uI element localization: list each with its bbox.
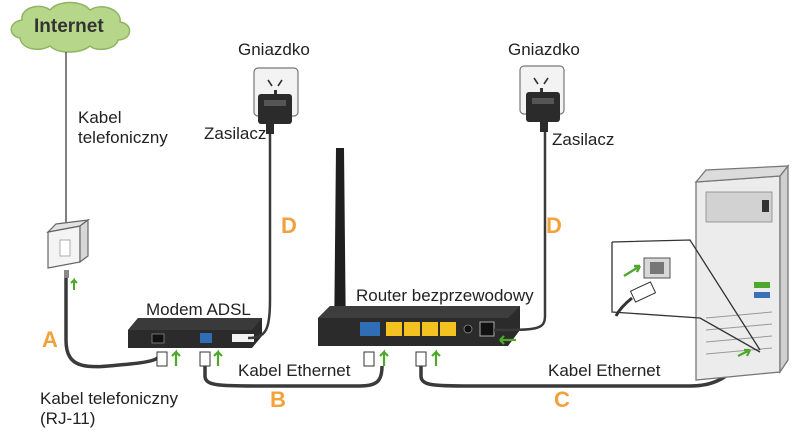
cloud-icon (10, 1, 131, 53)
rj45-plug-icon (614, 281, 657, 317)
rj45-plug-icon (363, 351, 427, 367)
adapter-right-label: Zasilacz (552, 130, 615, 149)
arrow-up-icon (379, 349, 441, 366)
power-cable-right (493, 130, 547, 332)
modem-label: Modem ADSL (146, 300, 251, 319)
power-adapter-icon (526, 92, 560, 132)
arrow-up-icon (623, 264, 751, 357)
pc-tower-icon (694, 164, 790, 381)
internet-label: Internet (34, 16, 104, 37)
arrow-up-icon (70, 277, 78, 290)
step-c-label: C (554, 387, 570, 412)
socket-left-label: Gniazdko (238, 40, 310, 59)
socket-right-label: Gniazdko (508, 40, 580, 59)
arrow-up-icon (171, 349, 223, 366)
ethernet-b-label: Kabel Ethernet (238, 361, 351, 380)
phone-cable-bottom-line1: Kabel telefoniczny (40, 389, 178, 408)
power-cable-left (247, 132, 272, 340)
antenna-icon (334, 148, 346, 346)
ethernet-cable-b (203, 365, 384, 388)
rj45-plug-icon (156, 351, 211, 367)
modem-icon (128, 318, 262, 348)
phone-cable-top-line2: telefoniczny (78, 128, 168, 147)
adapter-left-label: Zasilacz (204, 124, 267, 143)
phone-cable-top-line1: Kabel (78, 108, 122, 127)
phone-cable-bottom-line2: (RJ-11) (40, 409, 96, 428)
splitter-icon (46, 218, 91, 278)
ethernet-c-label: Kabel Ethernet (548, 361, 661, 380)
router-icon (318, 306, 520, 346)
step-b-label: B (270, 387, 286, 412)
power-adapter-icon (258, 94, 292, 134)
step-a-label: A (42, 327, 58, 352)
arrow-up-icon (499, 335, 516, 345)
router-label: Router bezprzewodowy (356, 286, 534, 305)
step-d-left-label: D (281, 213, 297, 238)
port-callout (611, 239, 761, 353)
step-d-right-label: D (546, 213, 562, 238)
